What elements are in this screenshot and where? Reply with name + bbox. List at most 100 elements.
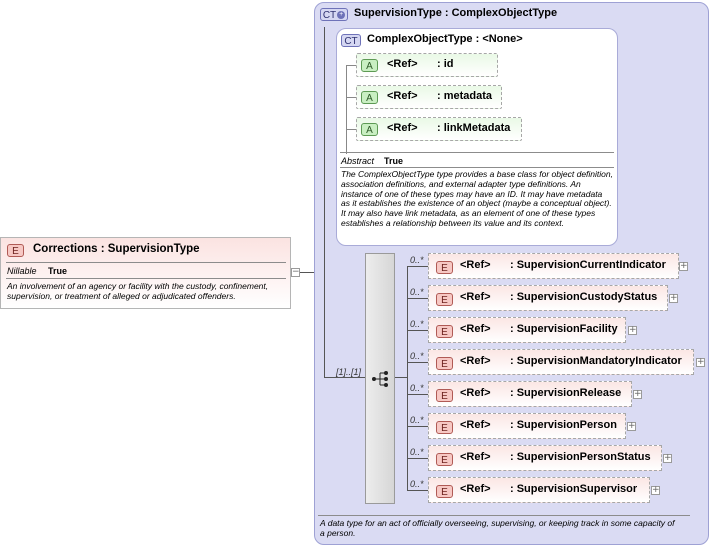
element-badge: E [7, 244, 24, 257]
element-name: : SupervisionRelease [510, 387, 622, 399]
element-row[interactable]: E <Ref> : SupervisionCurrentIndicator [428, 253, 679, 279]
element-badge: E [436, 357, 453, 370]
base-type-description: The ComplexObjectType type provides a ba… [341, 169, 613, 228]
element-ref: <Ref> [460, 419, 491, 431]
root-element-title: Corrections : SupervisionType [33, 243, 200, 255]
nillable-label: Nillable [7, 266, 37, 276]
element-occurrence: 0..* [410, 351, 424, 361]
abstract-label: Abstract [341, 156, 375, 166]
attribute-ref: <Ref> [387, 122, 418, 134]
element-name: : SupervisionCustodyStatus [510, 291, 658, 303]
element-badge: E [436, 293, 453, 306]
abstract-value: True [384, 156, 404, 166]
attribute-connector [346, 129, 356, 130]
element-ref: <Ref> [460, 355, 491, 367]
element-ref: <Ref> [460, 323, 491, 335]
separator [6, 262, 286, 263]
attribute-badge: A [361, 123, 378, 136]
element-ref: <Ref> [460, 451, 491, 463]
sequence-occurrence: [1]..[1] [336, 367, 362, 377]
element-name: : SupervisionPerson [510, 419, 617, 431]
attribute-name: : metadata [437, 90, 493, 102]
attribute-tree-line [346, 66, 347, 154]
attribute-row[interactable]: A <Ref> : metadata [356, 85, 502, 109]
element-ref: <Ref> [460, 483, 491, 495]
element-badge: E [436, 325, 453, 338]
attribute-connector [346, 65, 356, 66]
element-name: : SupervisionSupervisor [510, 483, 638, 495]
sequence-icon [372, 371, 388, 387]
plus-icon[interactable]: + [663, 453, 672, 463]
nillable-value: True [48, 266, 68, 276]
root-element-box[interactable]: E Corrections : SupervisionType Nillable… [0, 237, 291, 309]
plus-icon[interactable]: + [633, 389, 642, 399]
elements-tree-line [407, 266, 408, 491]
element-badge: E [436, 485, 453, 498]
complex-type-badge: CT+ [320, 8, 348, 21]
element-badge: E [436, 389, 453, 402]
element-occurrence: 0..* [410, 447, 424, 457]
element-badge: E [436, 261, 453, 274]
complex-type-title: SupervisionType : ComplexObjectType [354, 7, 558, 19]
element-occurrence: 0..* [410, 255, 424, 265]
element-connector [407, 426, 428, 427]
element-occurrence: 0..* [410, 319, 424, 329]
element-ref: <Ref> [460, 259, 491, 271]
element-connector [407, 266, 428, 267]
plus-icon[interactable]: + [679, 261, 688, 271]
element-name: : SupervisionFacility [510, 323, 618, 335]
plus-icon: + [337, 11, 346, 20]
element-connector [407, 490, 428, 491]
attribute-connector [346, 97, 356, 98]
sequence-box[interactable] [365, 253, 395, 504]
plus-icon[interactable]: + [696, 357, 705, 367]
sequence-to-elements [395, 377, 407, 378]
element-name: : SupervisionCurrentIndicator [510, 259, 666, 271]
element-row[interactable]: E <Ref> : SupervisionPerson [428, 413, 626, 439]
attribute-ref: <Ref> [387, 90, 418, 102]
attribute-ref: <Ref> [387, 58, 418, 70]
element-connector [407, 330, 428, 331]
plus-icon[interactable]: + [669, 293, 678, 303]
element-badge: E [436, 453, 453, 466]
connector-line [300, 272, 324, 273]
attribute-badge: A [361, 91, 378, 104]
attribute-row[interactable]: A <Ref> : linkMetadata [356, 117, 522, 141]
element-connector [407, 394, 428, 395]
attribute-row[interactable]: A <Ref> : id [356, 53, 498, 77]
element-occurrence: 0..* [410, 479, 424, 489]
sequence-connector [324, 27, 325, 378]
element-occurrence: 0..* [410, 383, 424, 393]
base-type-title: ComplexObjectType : <None> [367, 33, 523, 45]
element-ref: <Ref> [460, 291, 491, 303]
element-row[interactable]: E <Ref> : SupervisionCustodyStatus [428, 285, 668, 311]
element-row[interactable]: E <Ref> : SupervisionSupervisor [428, 477, 650, 503]
plus-icon[interactable]: + [627, 421, 636, 431]
element-badge: E [436, 421, 453, 434]
element-connector [407, 362, 428, 363]
element-connector [407, 458, 428, 459]
element-connector [407, 298, 428, 299]
element-row[interactable]: E <Ref> : SupervisionRelease [428, 381, 632, 407]
attribute-badge: A [361, 59, 378, 72]
separator [340, 167, 614, 168]
base-type-badge: CT [341, 34, 361, 47]
attribute-name: : id [437, 58, 454, 70]
attribute-name: : linkMetadata [437, 122, 511, 134]
plus-icon[interactable]: + [628, 325, 637, 335]
element-name: : SupervisionMandatoryIndicator [510, 355, 682, 367]
element-row[interactable]: E <Ref> : SupervisionPersonStatus [428, 445, 662, 471]
element-row[interactable]: E <Ref> : SupervisionFacility [428, 317, 626, 343]
collapse-icon[interactable]: − [291, 267, 300, 277]
complex-type-description: A data type for an act of officially ove… [320, 518, 675, 538]
root-element-description: An involvement of an agency or facility … [7, 281, 269, 301]
element-occurrence: 0..* [410, 287, 424, 297]
separator [340, 152, 614, 153]
element-row[interactable]: E <Ref> : SupervisionMandatoryIndicator [428, 349, 694, 375]
sequence-connector [324, 377, 365, 378]
plus-icon[interactable]: + [651, 485, 660, 495]
separator [318, 515, 690, 516]
element-occurrence: 0..* [410, 415, 424, 425]
separator [6, 278, 286, 279]
element-ref: <Ref> [460, 387, 491, 399]
